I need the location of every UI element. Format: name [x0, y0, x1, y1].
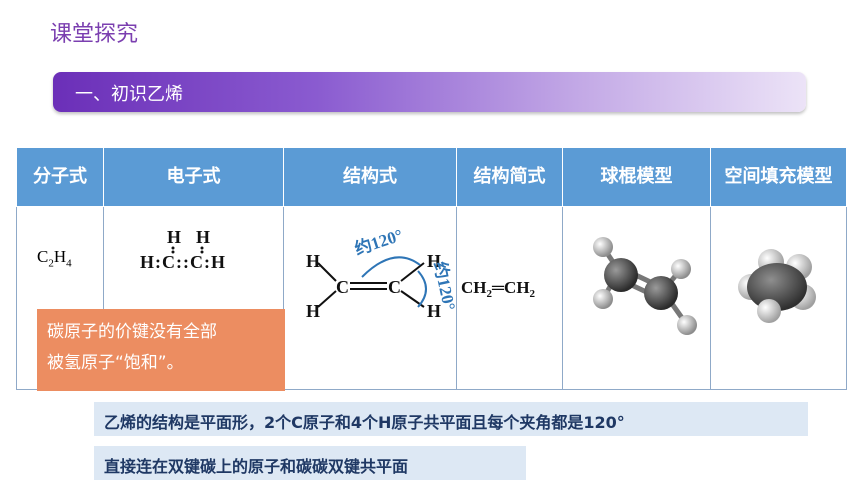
page-title: 课堂探究: [50, 22, 139, 47]
callout-unsaturated: 碳原子的价键没有全部 被氢原子“饱和”。: [37, 309, 285, 391]
struct-h-bottom-left: H: [306, 301, 320, 321]
note-planar-structure: 乙烯的结构是平面形，2个C原子和4个H原子共平面且每个夹角都是120°: [94, 402, 808, 436]
struct-c-left: C: [336, 277, 349, 297]
h-atom: [593, 237, 613, 257]
h-atom: [593, 289, 613, 309]
structural-formula-diagram: H H C C H H: [306, 225, 456, 321]
ball-stick-model: [593, 237, 697, 335]
struct-c-right: C: [388, 277, 401, 297]
section-banner-label: 一、初识乙烯: [75, 84, 183, 105]
callout-line-2: 被氢原子“饱和”。: [47, 353, 184, 373]
space-filling-model: [738, 249, 816, 323]
header-electron-formula: 电子式: [103, 147, 284, 207]
electron-formula-text: H:C::C:H: [140, 252, 226, 272]
table-header-row: 分子式 电子式 结构式 结构简式 球棍模型 空间填充模型: [16, 147, 847, 207]
cell-space-filling-model: [710, 206, 847, 390]
electron-h-top-left: H: [167, 227, 181, 247]
struct-h-top-left: H: [306, 251, 320, 271]
molecular-formula: C2H4: [37, 247, 72, 270]
h-atom: [677, 315, 697, 335]
electron-formula-diagram: H H H:C::C:H: [140, 227, 226, 272]
c-atom: [604, 258, 638, 292]
header-ball-stick-model: 球棍模型: [562, 147, 711, 207]
note-coplanar-atoms: 直接连在双键碳上的原子和碳碳双键共平面: [94, 446, 526, 480]
electron-h-top-right: H: [196, 227, 210, 247]
angle-label-top: 约120°: [352, 225, 405, 259]
condensed-formula-diagram: CH2═CH2: [461, 278, 536, 300]
h-atom: [671, 259, 691, 279]
cell-structural-formula: H H C C H H: [283, 206, 457, 390]
condensed-formula-text: CH2═CH2: [461, 278, 536, 300]
cell-condensed-formula: CH2═CH2: [456, 206, 563, 390]
header-condensed-formula: 结构简式: [456, 147, 563, 207]
header-structural-formula: 结构式: [283, 147, 457, 207]
section-banner: 一、初识乙烯: [53, 72, 806, 112]
callout-line-1: 碳原子的价键没有全部: [47, 322, 217, 342]
struct-h-bottom-right: H: [427, 301, 441, 321]
header-molecular-formula: 分子式: [16, 147, 104, 207]
c-atom: [644, 276, 678, 310]
header-space-filling-model: 空间填充模型: [710, 147, 847, 207]
cell-ball-stick-model: [562, 206, 711, 390]
struct-h-top-right: H: [427, 251, 441, 271]
